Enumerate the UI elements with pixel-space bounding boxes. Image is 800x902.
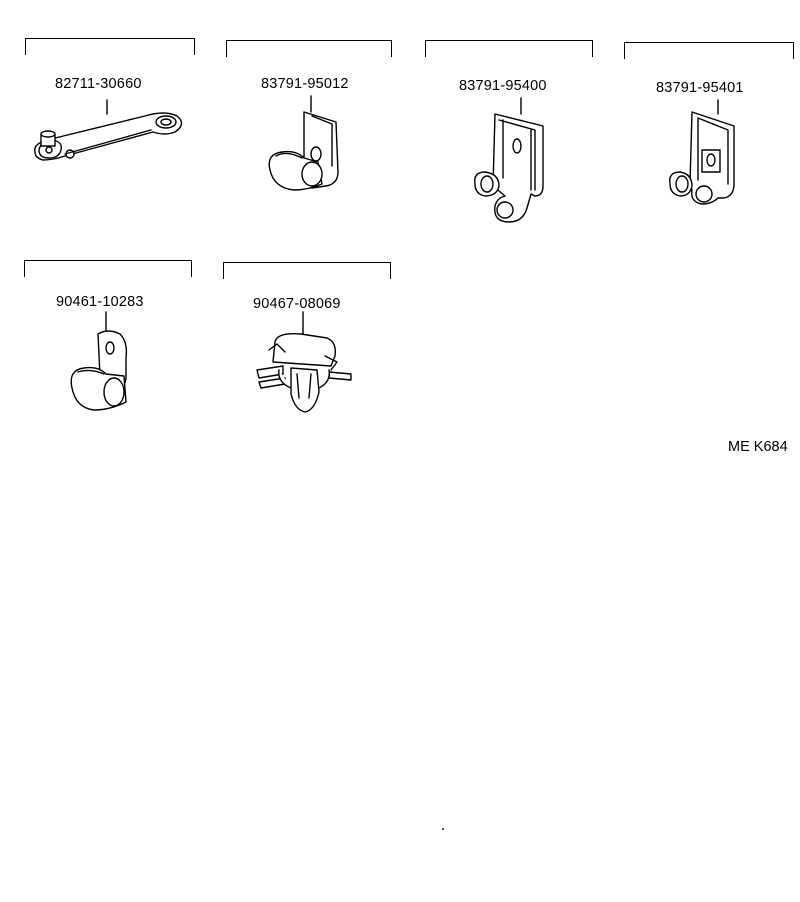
part-number-label: 90467-08069 xyxy=(253,296,341,312)
callout-bracket xyxy=(25,38,195,55)
part-number-label: 83791-95400 xyxy=(459,78,547,94)
diagram-code: ME K684 xyxy=(728,439,788,455)
callout-bracket xyxy=(223,262,391,279)
part-number-label: 83791-95012 xyxy=(261,76,349,92)
callout-bracket xyxy=(425,40,593,57)
wire-harness-retainer-icon xyxy=(34,99,183,161)
p-clamp-icon xyxy=(70,311,128,411)
callout-bracket xyxy=(24,260,192,277)
callout-bracket xyxy=(226,40,392,57)
bracket-clamp-icon xyxy=(669,99,735,205)
part-number-label: 90461-10283 xyxy=(56,294,144,310)
scan-speck xyxy=(442,828,444,830)
push-clip-icon xyxy=(256,311,352,413)
cable-clamp-icon xyxy=(268,95,339,191)
callout-bracket xyxy=(624,42,794,59)
part-number-label: 82711-30660 xyxy=(55,76,142,92)
bracket-clamp-icon xyxy=(474,97,544,223)
part-number-label: 83791-95401 xyxy=(656,80,744,96)
